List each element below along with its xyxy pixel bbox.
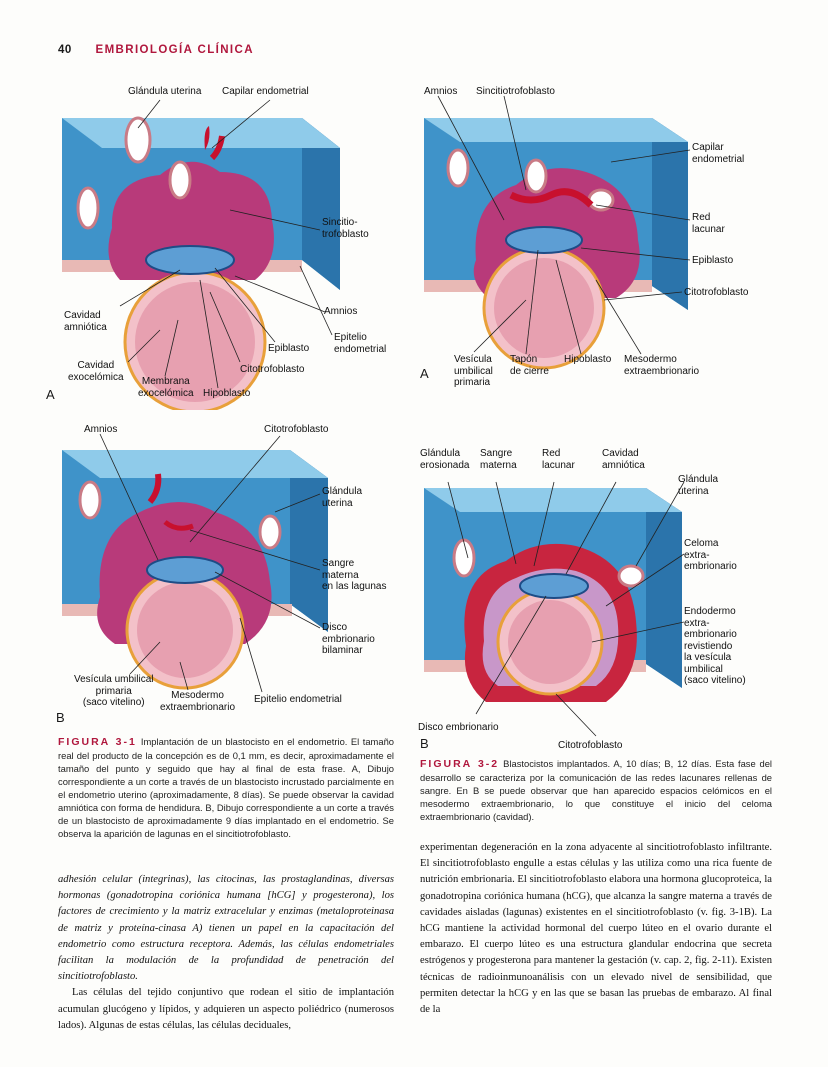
figure-3-1-a: Glándula uterina Capilar endometrial Sin… xyxy=(40,80,415,410)
figure-3-1-b: Amnios Citotrofoblasto Glándula uterina … xyxy=(40,422,415,730)
panel-letter: A xyxy=(46,387,55,402)
label-epiblasto: Epiblasto xyxy=(268,343,310,354)
label-glandula-uterina: Glándula uterina xyxy=(678,474,719,497)
label-mesodermo-extraembrionario: Mesodermo extraembrionario xyxy=(624,354,700,377)
label-red-lacunar: Red lacunar xyxy=(692,212,725,235)
paragraph: adhesión celular (integrinas), las citoc… xyxy=(58,874,394,983)
figure-3-1-a-illustration xyxy=(62,99,340,410)
body-column-right: experimentan degeneración en la zona ady… xyxy=(420,840,772,1018)
label-disco-embrionario: Disco embrionario xyxy=(418,722,499,733)
label-disco-embrionario-bilaminar: Disco embrionario bilaminar xyxy=(322,622,375,656)
label-cavidad-amniotica: Cavidad amniótica xyxy=(64,310,107,333)
label-mesodermo-extraembrionario: Mesodermo extraembrionario xyxy=(160,690,236,713)
label-capilar-endometrial: Capilar endometrial xyxy=(222,86,309,97)
label-amnios: Amnios xyxy=(324,306,358,317)
label-epiblasto: Epiblasto xyxy=(692,255,734,266)
label-sangre-materna: Sangre materna xyxy=(480,448,517,471)
label-red-lacunar: Red lacunar xyxy=(542,448,575,471)
label-capilar-endometrial: Capilar endometrial xyxy=(692,142,745,165)
figure-3-2-b: Glándula erosionada Sangre materna Red l… xyxy=(416,446,788,752)
label-hipoblasto: Hipoblasto xyxy=(203,388,251,399)
figure-3-2-a-illustration xyxy=(424,95,691,370)
paragraph: Las células del tejido conjuntivo que ro… xyxy=(58,987,394,1031)
label-cavidad-amniotica: Cavidad amniótica xyxy=(602,448,645,471)
caption-text: Implantación de un blastocisto en el end… xyxy=(58,736,395,839)
label-vesicula-umbilical: Vesícula umbilical primaria xyxy=(454,354,493,388)
panel-letter: B xyxy=(56,710,65,725)
label-cavidad-exocelomica: Cavidad exocelómica xyxy=(68,360,124,383)
label-vesicula-umbilical: Vesícula umbilical primaria (saco viteli… xyxy=(74,674,154,708)
body-column-left: adhesión celular (integrinas), las citoc… xyxy=(58,872,394,1034)
label-citotrofoblasto: Citotrofoblasto xyxy=(558,740,623,751)
label-glandula-erosionada: Glándula erosionada xyxy=(420,448,470,471)
figure-3-2-b-illustration xyxy=(424,481,685,737)
label-membrana-exocelomica: Membrana exocelómica xyxy=(138,376,194,399)
figure-3-1-b-illustration xyxy=(62,433,328,693)
running-title: EMBRIOLOGÍA CLÍNICA xyxy=(95,44,254,56)
page-header: 40 EMBRIOLOGÍA CLÍNICA xyxy=(58,44,254,56)
label-epitelio-endometrial: Epitelio endometrial xyxy=(334,332,387,355)
label-citotrofoblasto: Citotrofoblasto xyxy=(264,424,329,435)
panel-letter: A xyxy=(420,366,429,381)
label-endodermo-extraembrionario: Endodermo extra- embrionario revistiendo… xyxy=(684,606,746,686)
paragraph: experimentan degeneración en la zona ady… xyxy=(420,842,772,1016)
label-amnios: Amnios xyxy=(84,424,118,435)
label-epitelio-endometrial: Epitelio endometrial xyxy=(254,694,342,705)
label-glandula-uterina: Glándula uterina xyxy=(128,86,202,97)
panel-letter: B xyxy=(420,736,429,751)
caption-label: FIGURA 3-1 xyxy=(58,736,137,748)
label-glandula-uterina: Glándula uterina xyxy=(322,486,363,509)
label-citotrofoblasto: Citotrofoblasto xyxy=(240,364,305,375)
label-amnios: Amnios xyxy=(424,86,458,97)
label-hipoblasto: Hipoblasto xyxy=(564,354,612,365)
caption-text: Blastocistos implantados. A, 10 días; B,… xyxy=(420,758,773,822)
page-number: 40 xyxy=(58,44,72,56)
label-celoma-extraembrionario: Celoma extra- embrionario xyxy=(684,538,737,572)
figure-3-2-a: Amnios Sincitiotrofoblasto Capilar endom… xyxy=(416,80,788,400)
label-tapon-de-cierre: Tapón de cierre xyxy=(510,354,549,377)
caption-label: FIGURA 3-2 xyxy=(420,758,500,770)
label-sangre-materna-lagunas: Sangre materna en las lagunas xyxy=(322,558,387,592)
label-sincitiotrofoblasto: Sincitiotrofoblasto xyxy=(476,86,555,97)
label-citotrofoblasto: Citotrofoblasto xyxy=(684,287,749,298)
label-sincitiotrofoblasto: Sincitio- trofoblasto xyxy=(322,217,369,240)
